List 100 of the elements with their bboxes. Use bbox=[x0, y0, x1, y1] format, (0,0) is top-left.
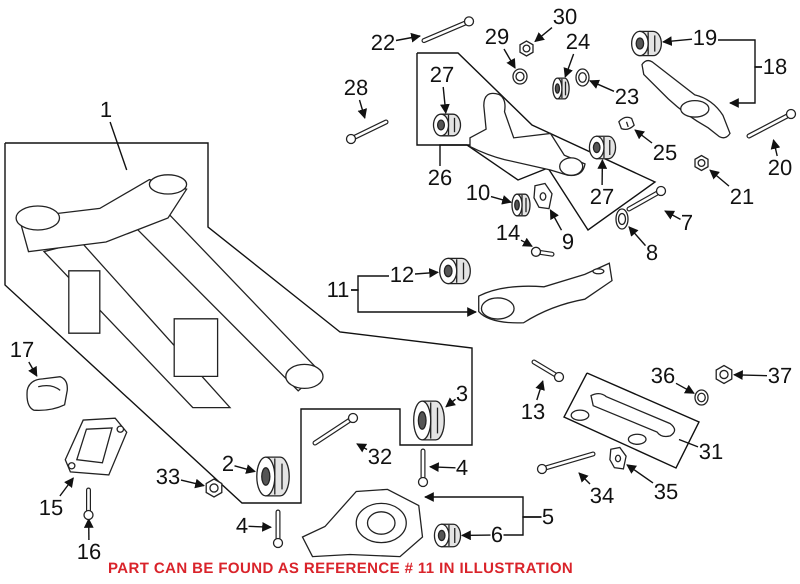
washer-drawing bbox=[694, 389, 709, 406]
leader-line bbox=[503, 48, 516, 69]
nut-drawing bbox=[714, 363, 734, 386]
callout-number: 10 bbox=[465, 181, 491, 205]
bushing-drawing bbox=[588, 135, 617, 160]
leader-line bbox=[664, 210, 681, 220]
washer-drawing bbox=[615, 208, 629, 230]
callout-number: 17 bbox=[9, 338, 35, 362]
leader-line bbox=[358, 100, 367, 119]
bushing-drawing bbox=[630, 30, 663, 57]
leader-line bbox=[28, 362, 38, 377]
leader-line bbox=[709, 169, 730, 187]
bushing-drawing bbox=[511, 193, 531, 217]
bushing-drawing bbox=[552, 77, 570, 100]
control-arm-drawing bbox=[642, 58, 730, 140]
leader-line bbox=[770, 139, 780, 156]
nut-drawing bbox=[693, 153, 710, 173]
bolt-drawing bbox=[538, 450, 597, 473]
bolt-drawing bbox=[532, 246, 556, 260]
leader-line bbox=[429, 462, 456, 472]
callout-number: 2 bbox=[222, 452, 234, 476]
leader-line bbox=[626, 464, 654, 484]
leader-line bbox=[234, 464, 256, 474]
leader-line bbox=[718, 39, 762, 68]
callout-number: 12 bbox=[389, 263, 415, 287]
leader-line bbox=[109, 122, 128, 170]
leader-line bbox=[490, 195, 512, 205]
callout-number: 21 bbox=[729, 185, 755, 209]
trailing-arm-drawing bbox=[476, 262, 612, 324]
control-arm-drawing bbox=[470, 90, 585, 177]
leader-line bbox=[439, 144, 470, 166]
leader-line bbox=[445, 397, 456, 408]
bracket-plate-drawing bbox=[533, 183, 553, 210]
leader-line bbox=[396, 32, 421, 42]
callout-number: 18 bbox=[762, 55, 788, 79]
leader-line bbox=[578, 472, 590, 484]
clip-drawing bbox=[618, 115, 635, 132]
callout-number: 22 bbox=[370, 31, 396, 55]
callout-number: 31 bbox=[698, 440, 724, 464]
cover-drawing bbox=[25, 376, 69, 412]
mount-drawing bbox=[64, 417, 128, 478]
bushing-drawing bbox=[438, 257, 472, 285]
callout-number: 5 bbox=[542, 505, 554, 529]
callout-number: 7 bbox=[680, 211, 694, 235]
callout-number: 4 bbox=[236, 514, 248, 538]
bolt-drawing bbox=[625, 187, 665, 213]
callout-number: 3 bbox=[456, 382, 468, 406]
bolt-drawing bbox=[745, 110, 795, 140]
leader-line bbox=[550, 209, 562, 231]
callout-number: 30 bbox=[552, 5, 578, 29]
leader-line bbox=[440, 86, 450, 114]
leader-line bbox=[628, 226, 646, 246]
leader-line bbox=[534, 27, 552, 42]
callout-number: 35 bbox=[653, 480, 679, 504]
leader-line bbox=[662, 36, 692, 46]
callout-number: 37 bbox=[767, 364, 793, 388]
leader-line bbox=[733, 370, 768, 380]
callout-number: 36 bbox=[650, 364, 676, 388]
washer-drawing bbox=[575, 68, 590, 87]
leader-line bbox=[356, 443, 368, 452]
callout-number: 8 bbox=[646, 241, 658, 265]
bushing-drawing bbox=[433, 523, 462, 548]
callout-number: 16 bbox=[76, 540, 102, 564]
bushing-drawing bbox=[432, 113, 462, 137]
bushing-drawing bbox=[255, 455, 291, 498]
washer-drawing bbox=[512, 68, 528, 85]
leader-line bbox=[535, 380, 545, 400]
note-text: PART CAN BE FOUND AS REFERENCE # 11 IN ILLUSTRATION bbox=[108, 560, 574, 578]
leader-line bbox=[676, 382, 695, 394]
callout-number: 20 bbox=[767, 156, 793, 180]
callout-number: 15 bbox=[38, 496, 64, 520]
callout-number: 11 bbox=[325, 278, 351, 302]
leader-line bbox=[504, 516, 542, 536]
callout-number: 23 bbox=[614, 85, 640, 109]
callout-number: 19 bbox=[692, 26, 718, 50]
leader-line bbox=[520, 238, 533, 247]
callout-number: 9 bbox=[562, 230, 574, 254]
callout-number: 13 bbox=[520, 400, 546, 424]
leader-line bbox=[597, 159, 608, 185]
callout-number: 33 bbox=[155, 465, 181, 489]
callout-number: 26 bbox=[427, 166, 453, 190]
nut-drawing bbox=[518, 40, 535, 57]
bolt-drawing bbox=[530, 358, 563, 381]
leader-line bbox=[248, 522, 272, 532]
bracket-plate-drawing bbox=[609, 447, 627, 470]
leader-line bbox=[564, 54, 574, 78]
callout-number: 34 bbox=[589, 484, 615, 508]
callout-number: 14 bbox=[495, 221, 521, 245]
bolt-drawing bbox=[416, 447, 430, 486]
leader-line bbox=[634, 129, 652, 144]
leader-line bbox=[414, 268, 439, 278]
callout-number: 28 bbox=[343, 76, 369, 100]
callout-number: 27 bbox=[589, 185, 615, 209]
leader-line bbox=[589, 80, 614, 92]
callout-number: 6 bbox=[490, 523, 504, 547]
bolt-drawing bbox=[347, 118, 390, 143]
nut-drawing bbox=[204, 478, 224, 498]
callout-number: 32 bbox=[367, 445, 393, 469]
callout-number: 27 bbox=[429, 63, 455, 87]
bushing-drawing bbox=[412, 399, 446, 442]
